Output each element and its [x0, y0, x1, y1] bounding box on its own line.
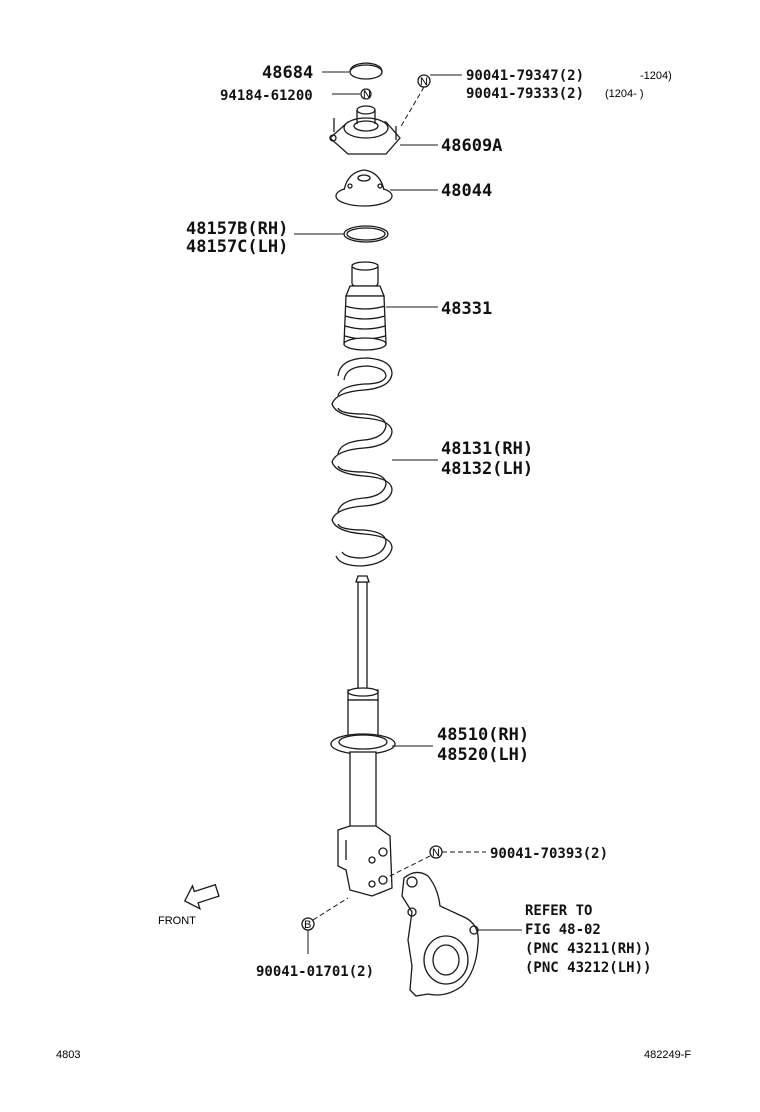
refer-line3: (PNC 43211(RH)) — [525, 941, 651, 957]
shock-absorber-part — [330, 575, 396, 897]
refer-line2: FIG 48-02 — [525, 922, 601, 938]
cap-label: 48684 — [262, 63, 313, 83]
bolt-top-dash — [399, 86, 425, 129]
knuckle-part — [401, 871, 479, 997]
nut-label: 94184-61200 — [220, 88, 313, 104]
mount-part — [329, 105, 401, 155]
refer-line4: (PNC 43212(LH)) — [525, 960, 651, 976]
bumper-label: 48331 — [441, 299, 492, 319]
nut-lower-dash — [385, 855, 431, 879]
nut-n-marker — [360, 88, 372, 100]
bearing-label: 48044 — [441, 181, 492, 201]
bolt-lower-b-text: B — [304, 919, 311, 931]
bolt-top-2-label: 90041-79333(2) — [466, 86, 584, 102]
front-label: FRONT — [158, 915, 196, 927]
shock-absorber-rh-label: 48510(RH) — [437, 725, 529, 745]
coil-spring-part — [331, 357, 393, 567]
front-arrow-icon — [183, 883, 220, 910]
bolt-top-1-label: 90041-79347(2) — [466, 68, 584, 84]
nut-n-marker-text: N — [363, 89, 371, 101]
bolt-top-1-range: -1204) — [640, 70, 672, 82]
bolt-top-n-text: N — [420, 76, 428, 88]
bolt-lower-dash — [312, 897, 349, 921]
spring-seat-part — [343, 225, 389, 243]
spring-seat-lh-label: 48157C(LH) — [186, 237, 288, 257]
shock-absorber-lh-label: 48520(LH) — [437, 745, 529, 765]
coil-spring-rh-label: 48131(RH) — [441, 439, 533, 459]
nut-lower-n-text: N — [432, 847, 440, 859]
nut-lower-label: 90041-70393(2) — [490, 846, 608, 862]
bearing-part — [335, 169, 393, 207]
refer-line1: REFER TO — [525, 903, 592, 919]
mount-label: 48609A — [441, 136, 502, 156]
footer-right: 482249-F — [644, 1049, 691, 1061]
bolt-top-2-range: (1204- ) — [605, 88, 644, 100]
spring-seat-rh-label: 48157B(RH) — [186, 219, 288, 239]
bolt-lower-label: 90041-01701(2) — [256, 964, 374, 980]
coil-spring-lh-label: 48132(LH) — [441, 459, 533, 479]
bumper-part — [343, 261, 387, 351]
footer-left: 4803 — [56, 1049, 80, 1061]
cap-part — [349, 62, 383, 80]
